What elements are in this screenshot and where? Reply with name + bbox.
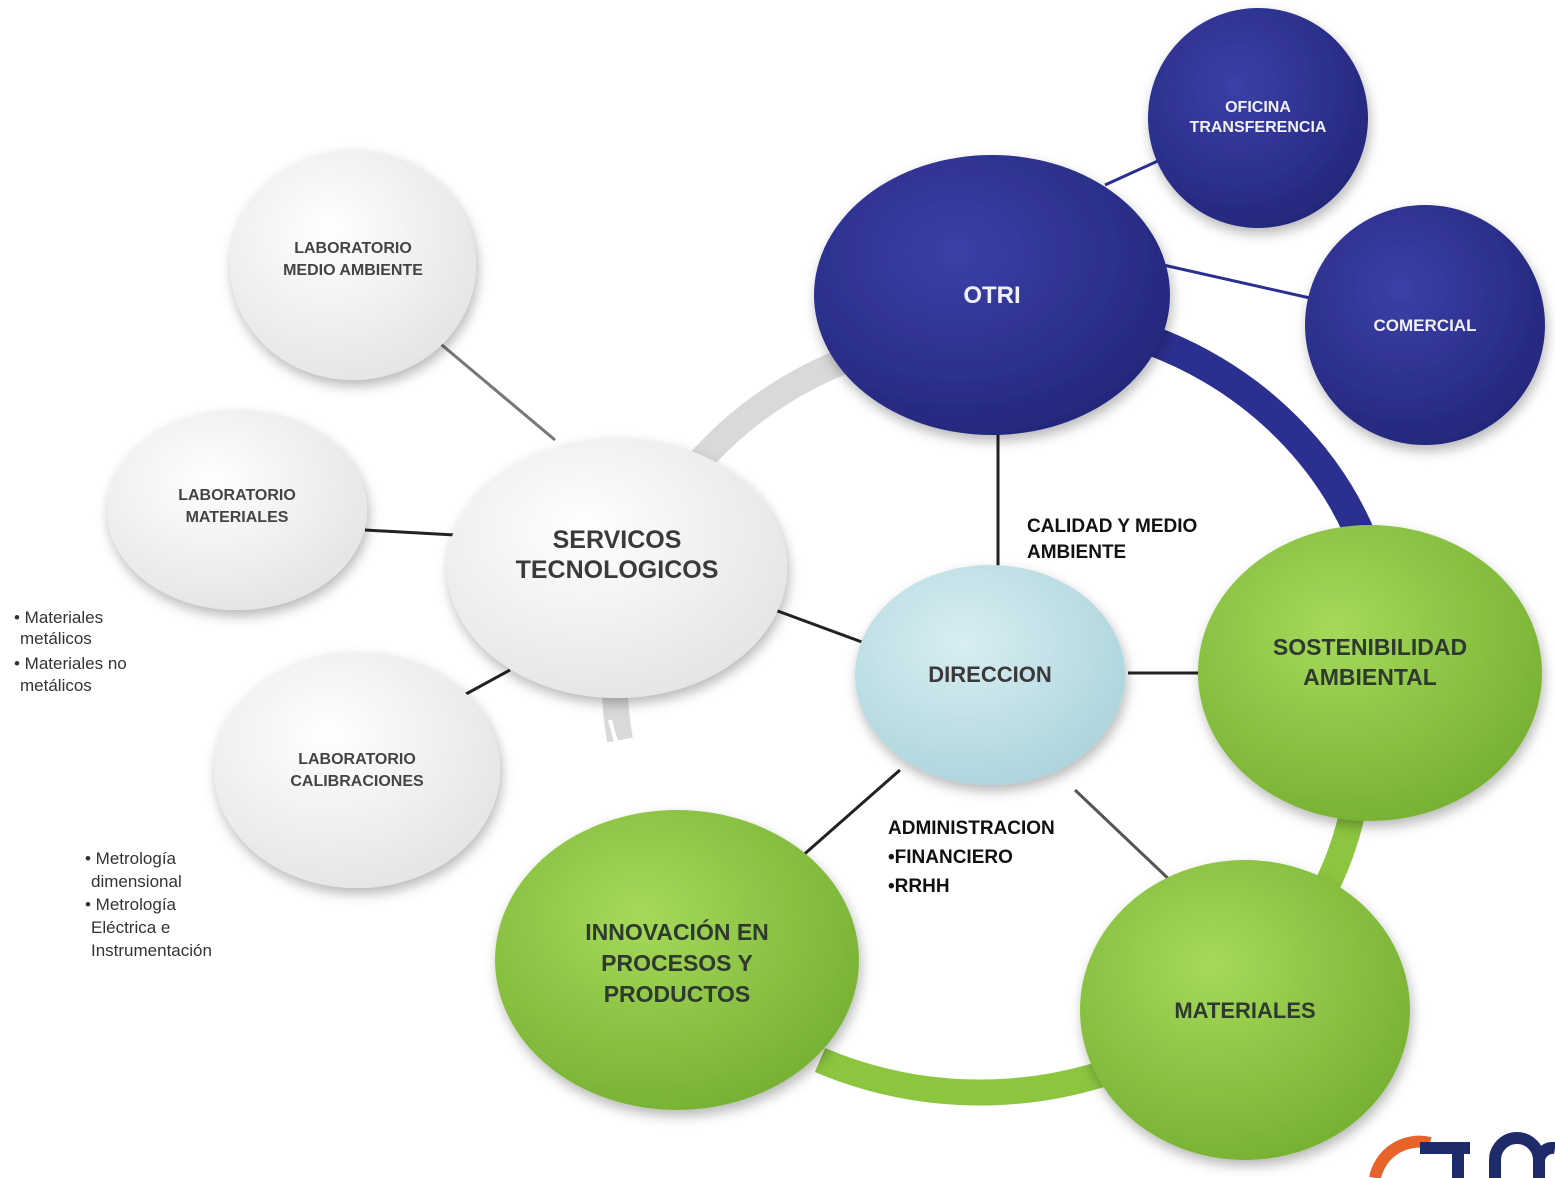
node-lab-materiales: LABORATORIO MATERIALES bbox=[107, 410, 367, 610]
node-comercial: COMERCIAL bbox=[1305, 205, 1545, 445]
note-metrologia-4: Eléctrica e bbox=[91, 918, 170, 937]
sostenibilidad-line-1: SOSTENIBILIDAD bbox=[1273, 634, 1467, 660]
sostenibilidad-line-2: AMBIENTAL bbox=[1303, 664, 1437, 690]
otri-label: OTRI bbox=[963, 282, 1020, 309]
note-admin-1: ADMINISTRACION bbox=[888, 818, 1055, 839]
lab-materiales-line-1: LABORATORIO bbox=[178, 487, 296, 504]
note-calidad-1: CALIDAD Y MEDIO bbox=[1027, 516, 1197, 537]
lab-calibraciones-line-2: CALIBRACIONES bbox=[290, 773, 424, 790]
node-servicios-tecnologicos: SERVICOS TECNOLOGICOS bbox=[447, 438, 787, 698]
node-otri: OTRI bbox=[814, 155, 1170, 435]
note-calidad: CALIDAD Y MEDIO AMBIENTE bbox=[1027, 516, 1197, 563]
servicios-line-1: SERVICOS bbox=[553, 526, 682, 554]
note-metrologia-5: Instrumentación bbox=[91, 941, 212, 960]
note-materiales-4: metálicos bbox=[20, 676, 92, 695]
oficina-line-1: OFICINA bbox=[1225, 99, 1291, 116]
direccion-label: DIRECCION bbox=[928, 662, 1051, 687]
node-sostenibilidad-ambiental: SOSTENIBILIDAD AMBIENTAL bbox=[1198, 525, 1542, 821]
innovacion-line-1: INNOVACIÓN EN bbox=[585, 918, 769, 945]
lab-medio-line-1: LABORATORIO bbox=[294, 240, 412, 257]
servicios-line-2: TECNOLOGICOS bbox=[516, 556, 719, 584]
node-lab-calibraciones: LABORATORIO CALIBRACIONES bbox=[214, 652, 500, 888]
note-metrologia-list: • Metrología dimensional • Metrología El… bbox=[85, 849, 212, 960]
note-materiales-3: • Materiales no bbox=[14, 654, 127, 673]
lab-materiales-line-2: MATERIALES bbox=[186, 509, 289, 526]
node-oficina-transferencia: OFICINA TRANSFERENCIA bbox=[1148, 8, 1368, 228]
node-lab-medio-ambiente: LABORATORIO MEDIO AMBIENTE bbox=[230, 150, 476, 380]
note-materiales-1: • Materiales bbox=[14, 608, 103, 627]
logo-mark bbox=[1369, 1132, 1555, 1178]
materiales-label: MATERIALES bbox=[1174, 998, 1315, 1023]
oficina-line-2: TRANSFERENCIA bbox=[1190, 119, 1327, 136]
node-innovacion-procesos-productos: INNOVACIÓN EN PROCESOS Y PRODUCTOS bbox=[495, 810, 859, 1110]
note-admin-2: •FINANCIERO bbox=[888, 847, 1013, 868]
note-metrologia-2: dimensional bbox=[91, 872, 182, 891]
note-metrologia-1: • Metrología bbox=[85, 849, 177, 868]
note-admin-3: •RRHH bbox=[888, 876, 950, 897]
node-direccion: DIRECCION bbox=[855, 565, 1125, 785]
note-metrologia-3: • Metrología bbox=[85, 895, 177, 914]
note-materiales-list: • Materiales metálicos • Materiales no m… bbox=[14, 608, 127, 695]
note-administracion: ADMINISTRACION •FINANCIERO •RRHH bbox=[888, 818, 1055, 897]
node-materiales: MATERIALES bbox=[1080, 860, 1410, 1160]
innovacion-line-3: PRODUCTOS bbox=[604, 981, 751, 1007]
note-calidad-2: AMBIENTE bbox=[1027, 542, 1126, 563]
lab-calibraciones-line-1: LABORATORIO bbox=[298, 751, 416, 768]
comercial-label: COMERCIAL bbox=[1374, 316, 1477, 335]
lab-medio-line-2: MEDIO AMBIENTE bbox=[283, 262, 423, 279]
innovacion-line-2: PROCESOS Y bbox=[601, 950, 753, 976]
note-materiales-2: metálicos bbox=[20, 629, 92, 648]
